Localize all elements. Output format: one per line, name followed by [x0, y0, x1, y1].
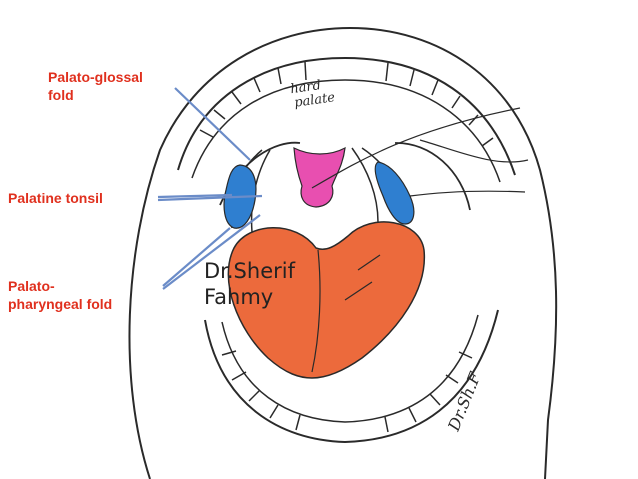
palatine-tonsil-label: Palatine tonsil	[8, 190, 103, 206]
upper-teeth-inner	[191, 79, 501, 183]
lower-teeth-inner	[221, 314, 479, 423]
upper-teeth	[199, 61, 494, 147]
hard-palate-text: hard palate	[289, 76, 336, 111]
tongue	[227, 221, 426, 379]
palatopharyngeal-pointer-2	[162, 214, 261, 290]
tonsil-pointer-2	[157, 194, 263, 202]
right-palatine-tonsil	[374, 161, 415, 225]
outer-mouth-outline	[128, 26, 558, 479]
right-palatoglossal-arch	[351, 147, 379, 223]
lower-teeth	[221, 350, 473, 433]
sketch-lines	[311, 107, 529, 301]
author-watermark: Dr.Sherif Fahmy	[204, 259, 295, 309]
palatoglossal-pointer	[174, 87, 251, 161]
upper-teeth-arch	[177, 56, 516, 176]
pointer-lines	[157, 87, 263, 290]
lower-teeth-arch	[204, 309, 499, 444]
tonsil-pointer-1	[157, 193, 233, 199]
uvula	[293, 146, 346, 208]
palatopharyngeal-fold-label: Palato- pharyngeal fold	[8, 278, 113, 312]
tongue-median-groove	[311, 249, 321, 373]
palatoglossal-fold-label: Palato-glossal fold	[48, 69, 143, 103]
palatopharyngeal-pointer-1	[162, 227, 231, 287]
